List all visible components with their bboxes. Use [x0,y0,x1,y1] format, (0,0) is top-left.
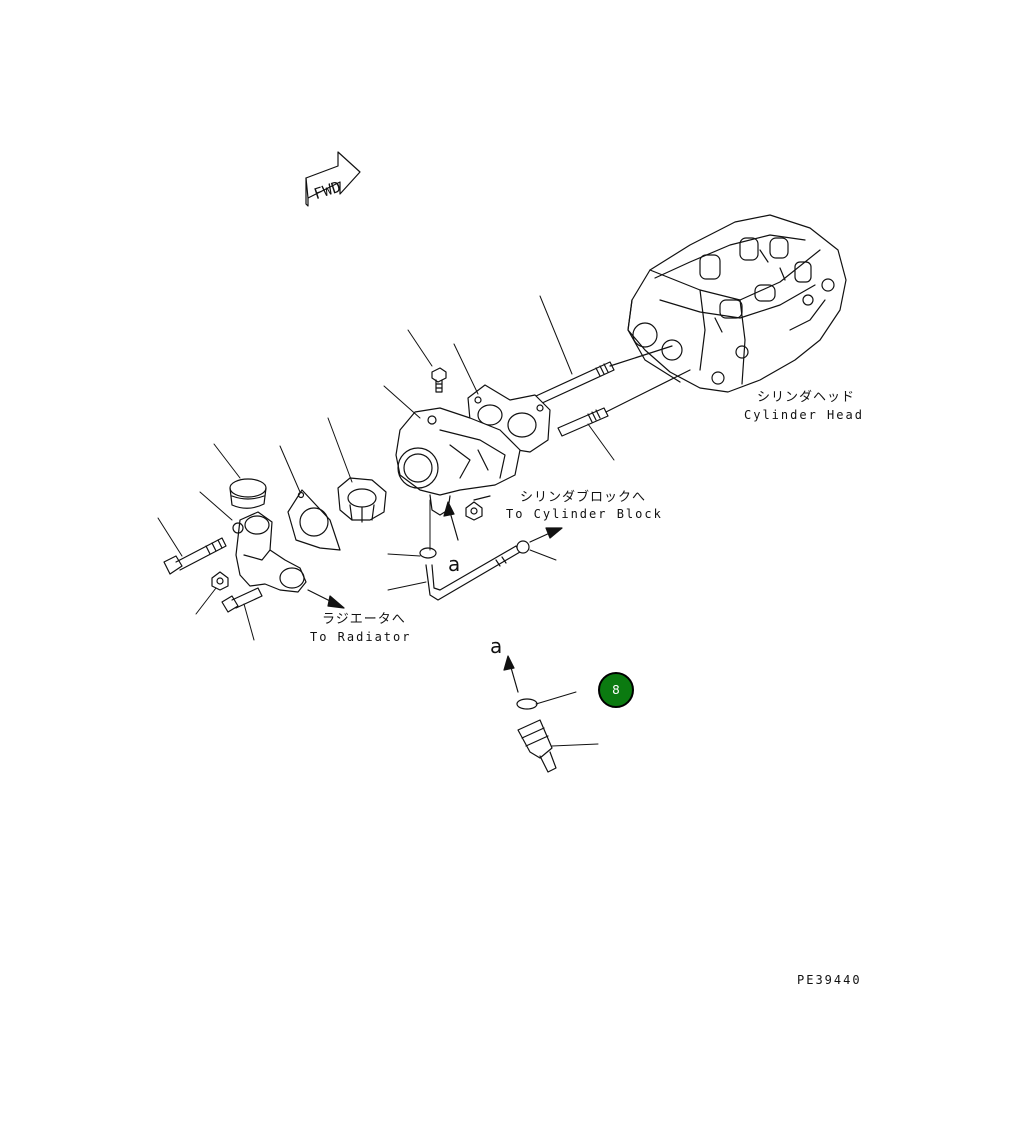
plug-cap-part [229,478,267,509]
cylinder-head-part [627,214,847,393]
bolt-left-part [163,537,227,575]
cylinder-block-label-en: To Cylinder Block [506,507,663,521]
stud-bolts [535,345,691,437]
drawing-number: PE39440 [797,973,862,987]
nut-left-part [211,571,229,591]
cylinder-block-label-jp: シリンダブロックへ [520,490,647,505]
leader-lines [157,295,615,747]
badge-text: 8 [612,683,620,697]
thermostat-part [337,477,387,523]
nut-housing-part [465,501,483,521]
thermostat-housing-part [395,407,521,516]
radiator-label-en: To Radiator [310,630,412,644]
part-number-badge[interactable]: 8 [598,672,634,708]
fwd-arrow-icon: FWD [305,151,361,207]
bolt-lower-part [221,587,263,613]
sensor-part [516,698,557,773]
radiator-label-jp: ラジエータへ [322,612,406,627]
bolt-top-part [431,367,447,393]
cylinder-head-label-en: Cylinder Head [744,408,864,422]
gasket-lower-part [287,489,341,551]
bypass-pipe-part [419,540,530,601]
cylinder-head-label-jp: シリンダヘッド [757,390,856,405]
water-outlet-part [232,511,307,593]
detail-a-label-2: a [490,634,503,658]
flow-arrows [307,495,563,693]
detail-a-label: a [448,552,461,576]
